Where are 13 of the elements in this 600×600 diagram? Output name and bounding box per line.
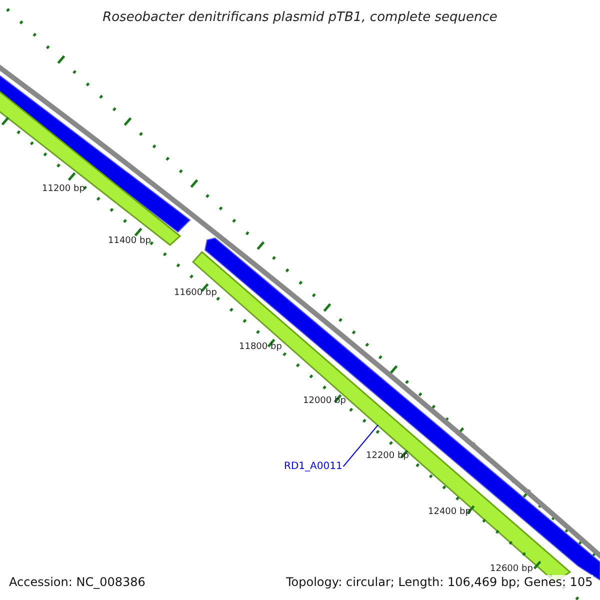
tick-label: 11600 bp bbox=[174, 288, 217, 298]
gene-label: RD1_A0011 bbox=[284, 461, 342, 472]
accession-text: Accession: NC_008386 bbox=[9, 575, 146, 589]
tick-label: 12400 bp bbox=[428, 507, 471, 517]
tick-label: 11800 bp bbox=[239, 342, 282, 352]
tick-label: 11400 bp bbox=[108, 236, 151, 246]
tick-label: 11200 bp bbox=[42, 184, 85, 194]
leader-line bbox=[342, 424, 378, 467]
tick-label: 12000 bp bbox=[303, 396, 346, 406]
title: Roseobacter denitrificans plasmid pTB1, complete sequence bbox=[102, 10, 498, 25]
topology-text: Topology: circular; Length: 106,469 bp; Genes: 105 bbox=[286, 575, 593, 589]
tick-label: 12600 bp bbox=[490, 564, 533, 574]
tick-label: 12200 bp bbox=[366, 451, 409, 461]
